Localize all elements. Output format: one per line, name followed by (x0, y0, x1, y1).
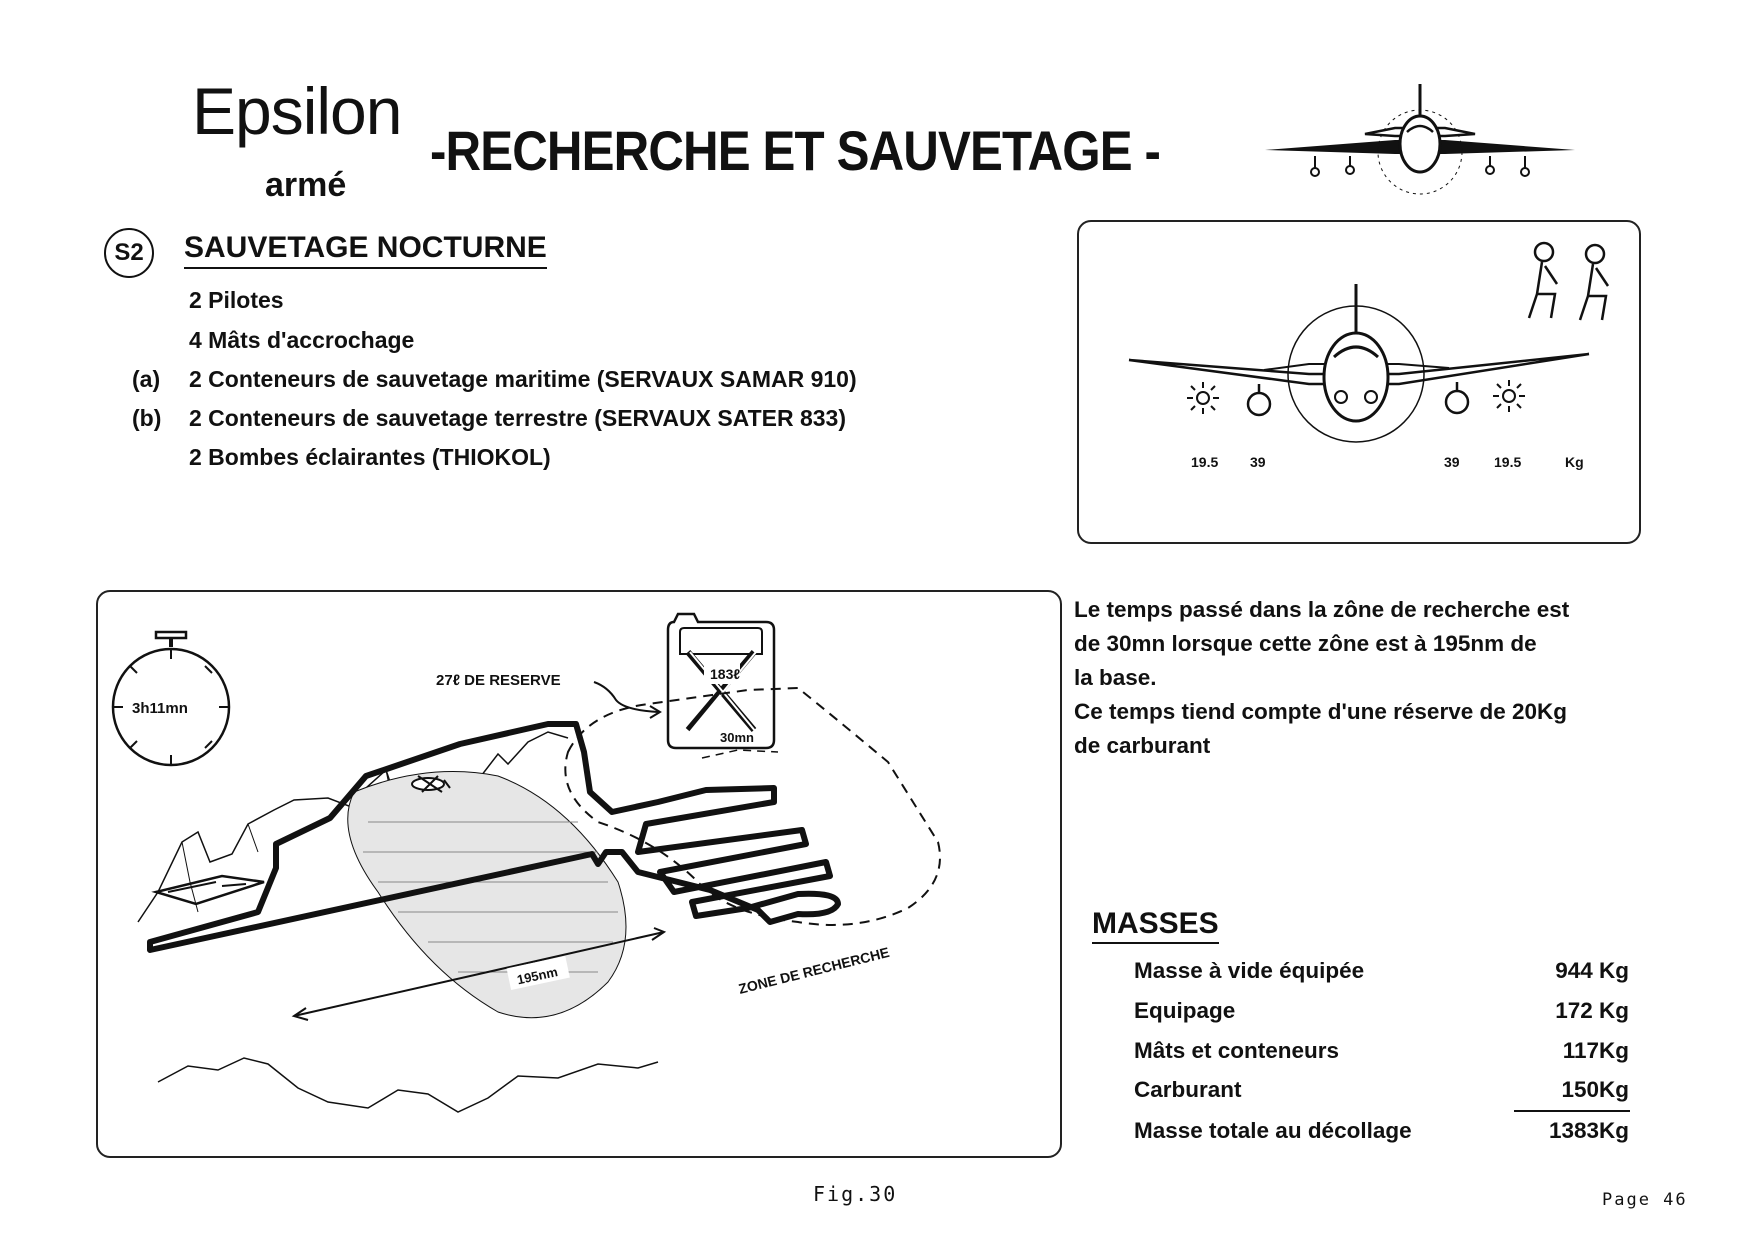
equipment-item: 2 Bombes éclairantes (THIOKOL) (189, 444, 551, 470)
mass-value: 117Kg (1562, 1038, 1629, 1063)
note-line: la base. (1074, 665, 1157, 690)
mass-label: Masse totale au décollage (1134, 1118, 1412, 1143)
pilot-icon (1527, 241, 1559, 319)
mountain-outline (157, 1057, 659, 1113)
mass-row: Masse à vide équipée 944 Kg (1134, 958, 1629, 984)
brand-logo: Epsilon (192, 74, 402, 148)
mass-label: Masse à vide équipée (1134, 958, 1365, 983)
equipment-item: 4 Mâts d'accrochage (189, 327, 415, 353)
figure-caption: Fig.30 (813, 1182, 898, 1206)
section-badge: S2 (104, 228, 154, 278)
timer-label: 3h11mn (132, 700, 188, 717)
mass-value: 944 Kg (1555, 958, 1629, 983)
aircraft-front-icon (1265, 84, 1575, 195)
section-title: SAUVETAGE NOCTURNE (184, 231, 547, 269)
loadout-label: 19.5 (1494, 454, 1521, 470)
pilot-icon (1578, 243, 1610, 321)
distance-arrow (293, 931, 665, 1017)
note-line: Ce temps tiend compte d'une réserve de 2… (1074, 699, 1568, 724)
mass-value: 150Kg (1561, 1077, 1629, 1102)
loadout-label: 39 (1444, 454, 1460, 470)
flight-path (147, 721, 841, 953)
mass-row: Equipage 172 Kg (1134, 998, 1629, 1024)
mission-map: 3h11mn 27ℓ DE RESERVE 183ℓ (96, 590, 1062, 1158)
loadout-label: 19.5 (1191, 454, 1218, 470)
note-line: Le temps passé dans la zône de recherche… (1074, 597, 1570, 622)
note-line: de carburant (1074, 733, 1211, 758)
duration-label: 30mn (720, 730, 754, 745)
equipment-list: 2 Pilotes 4 Mâts d'accrochage (a) 2 Cont… (132, 287, 1012, 487)
equipment-item: 2 Conteneurs de sauvetage terrestre (SER… (189, 405, 847, 431)
reserve-arrow (593, 681, 659, 713)
equipment-tag: (a) (132, 366, 161, 392)
mass-value: 1383Kg (1548, 1118, 1629, 1143)
flare-icon (1493, 380, 1525, 412)
masses-title: MASSES (1092, 907, 1219, 944)
mission-note: Le temps passé dans la zône de recherche… (1074, 593, 1634, 763)
note-line: de 30mn lorsque cette zône est à 195nm d… (1074, 631, 1537, 656)
loadout-label: 39 (1250, 454, 1266, 470)
mass-label: Carburant (1134, 1077, 1242, 1102)
mass-row-total: Masse totale au décollage 1383Kg (1134, 1118, 1629, 1144)
equipment-tag: (b) (132, 405, 162, 431)
lake-area (347, 771, 627, 1019)
aircraft-icon (411, 775, 451, 793)
page-title: -RECHERCHE ET SAUVETAGE - (430, 119, 1161, 182)
runway-icon (151, 874, 265, 906)
loadout-drawing: 19.5 39 39 19.5 Kg (1128, 241, 1610, 470)
brand-subtitle: armé (265, 166, 347, 204)
mass-row: Mâts et conteneurs 117Kg (1134, 1038, 1629, 1064)
sum-divider (1514, 1110, 1630, 1112)
page-number: Page 46 (1602, 1190, 1688, 1210)
zone-label: ZONE DE RECHERCHE (737, 944, 891, 997)
aircraft-front-icon (1128, 284, 1590, 443)
equipment-item: 2 Conteneurs de sauvetage maritime (SERV… (189, 366, 857, 392)
container-icon (1444, 382, 1470, 415)
mass-row: Carburant 150Kg (1134, 1077, 1629, 1103)
mass-value: 172 Kg (1555, 998, 1629, 1023)
jerrycan-icon (666, 612, 776, 750)
loadout-label: Kg (1565, 454, 1584, 470)
jerrycan-label: 183ℓ (710, 666, 740, 682)
mass-label: Mâts et conteneurs (1134, 1038, 1340, 1063)
loadout-diagram: 19.5 39 39 19.5 Kg (1077, 220, 1641, 544)
reserve-label: 27ℓ DE RESERVE (436, 672, 561, 689)
container-icon (1246, 384, 1272, 417)
mass-label: Equipage (1134, 998, 1236, 1023)
flare-icon (1187, 382, 1219, 414)
mission-map-drawing: 3h11mn 27ℓ DE RESERVE 183ℓ (111, 612, 941, 1113)
search-zone-outline (564, 686, 941, 926)
equipment-item: 2 Pilotes (189, 287, 284, 313)
stopwatch-icon (111, 630, 231, 767)
